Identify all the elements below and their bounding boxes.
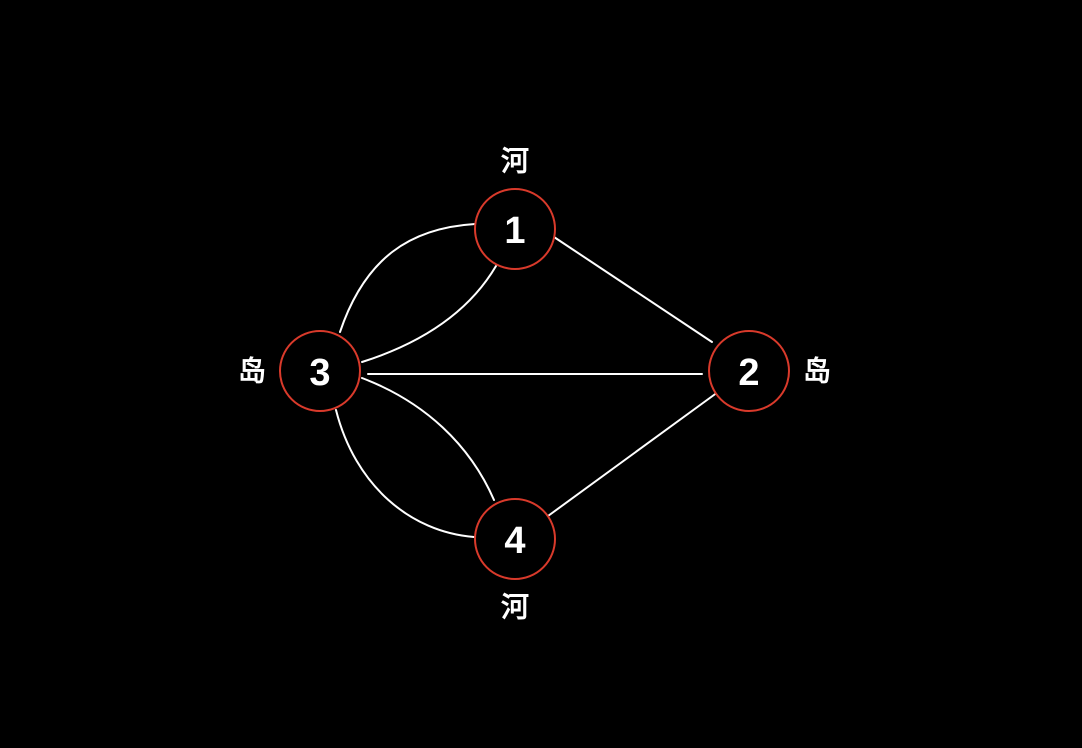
node-2-annotation: 岛 — [803, 355, 831, 388]
node-1-label: 1 — [504, 210, 525, 252]
edge-3-4-inner — [361, 377, 495, 501]
node-4-circle — [474, 498, 556, 580]
node-2-circle — [708, 330, 790, 412]
node-1-circle — [474, 188, 556, 270]
nodes: 1 2 3 4 — [279, 188, 790, 580]
node-4-label: 4 — [504, 520, 525, 562]
edge-3-1-outer — [339, 223, 476, 333]
node-4: 4 — [474, 498, 556, 580]
node-3-circle — [279, 330, 361, 412]
node-2-label: 2 — [738, 352, 759, 394]
node-1: 1 — [474, 188, 556, 270]
annotations: 河 岛 岛 河 — [238, 145, 831, 624]
node-3-annotation: 岛 — [238, 355, 266, 388]
node-3-label: 3 — [309, 352, 330, 394]
edge-3-4-outer — [335, 409, 475, 538]
edge-3-1-inner — [361, 265, 497, 363]
node-4-annotation: 河 — [501, 591, 529, 624]
edge-4-2 — [547, 391, 719, 517]
node-2: 2 — [708, 330, 790, 412]
node-3: 3 — [279, 330, 361, 412]
edges — [335, 223, 719, 538]
node-1-annotation: 河 — [501, 145, 529, 178]
edge-1-2 — [553, 236, 713, 343]
